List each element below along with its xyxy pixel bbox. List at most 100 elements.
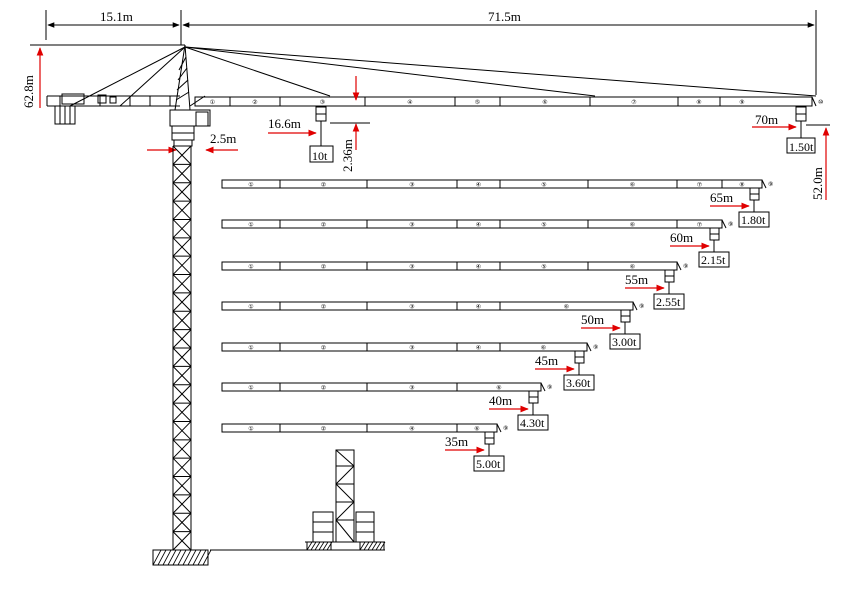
- jib-segment-label: ④: [407, 99, 412, 106]
- jib-segment-label: ④: [476, 264, 481, 271]
- slewing-unit: [169, 109, 211, 147]
- jib-segment-label: ③: [409, 222, 414, 229]
- jib-segment-label: ③: [409, 385, 414, 392]
- stored-jib-sections: [305, 449, 385, 551]
- jib-segment-label: ①: [248, 264, 253, 271]
- jib-segment-label: ①: [210, 99, 215, 106]
- jib-tip-segment-label: ⑨: [728, 221, 733, 228]
- jib-tip-segment-label: ⑩: [818, 99, 823, 106]
- tower-height-label: 62.8m: [21, 75, 36, 108]
- jib-config-40m: ① ② ③ ⑥ ⑨ 40m 4.30t: [221, 382, 552, 431]
- jib-segment-label: ⑥: [630, 264, 635, 271]
- jib-segment-label: ⑤: [475, 99, 480, 106]
- jib-segment-label: ④: [476, 182, 481, 189]
- foundation-hatch: [152, 541, 386, 566]
- jib-segment-label: ⑦: [631, 99, 636, 106]
- jib-tip-segment-label: ⑨: [639, 303, 644, 310]
- main-tip-hook: [786, 106, 816, 154]
- max-load-label: 10t: [312, 149, 328, 163]
- config-tip-load-label: 4.30t: [520, 416, 545, 430]
- jib-segment-label: ①: [248, 304, 253, 311]
- jib-segment-label: ⑥: [630, 182, 635, 189]
- main-jib: ① ② ③ ④ ⑤ ⑥ ⑦ ⑧ ⑨ ⑩: [189, 95, 823, 107]
- config-radius-label: 50m: [581, 312, 604, 327]
- jib-segment-label: ⑥: [541, 345, 546, 352]
- jib-segment-label: ⑥: [474, 426, 479, 433]
- jib-segment-label: ⑨: [739, 99, 744, 106]
- counter-jib-length-label: 15.1m: [100, 9, 133, 24]
- jib-config-60m: ① ② ③ ④ ⑤ ⑥ ⑦ ⑨ 60m 2.15t: [221, 219, 733, 268]
- jib-segment-label: ①: [248, 182, 253, 189]
- jib-segment-label: ⑥: [564, 304, 569, 311]
- jib-segment-label: ④: [476, 222, 481, 229]
- ground-base: [152, 549, 385, 566]
- jib-segment-label: ③: [409, 264, 414, 271]
- trolley-min-radius-label: 16.6m: [268, 116, 301, 131]
- config-radius-label: 35m: [445, 434, 468, 449]
- jib-length-label: 71.5m: [488, 9, 521, 24]
- jib-segment-label: ②: [321, 426, 326, 433]
- jib-segment-label: ③: [320, 99, 325, 106]
- config-tip-load-label: 5.00t: [476, 457, 501, 471]
- top-dimension-lines: [30, 10, 817, 95]
- jib-segment-label: ②: [252, 99, 257, 106]
- main-trolley-hook: [309, 106, 334, 163]
- config-tip-load-label: 1.80t: [741, 213, 766, 227]
- jib-segment-label: ⑥: [542, 99, 547, 106]
- jib-configurations: ① ② ③ ④ ⑤ ⑥ ⑦ ⑧ ⑨ 65m 1.80t ① ② ③ ④ ⑤ ⑥ ⑦ ⑨ 60m 2.15t ① ② ③ ④ ⑤ ⑥ ⑨…: [221, 179, 773, 472]
- jib-tip-segment-label: ⑨: [593, 344, 598, 351]
- jib-segment-label: ③: [409, 304, 414, 311]
- jib-segment-label: ②: [321, 182, 326, 189]
- main-jib-radius-label: 70m: [755, 112, 778, 127]
- jib-segment-label: ①: [248, 426, 253, 433]
- counter-jib: [46, 46, 186, 125]
- config-radius-label: 60m: [670, 230, 693, 245]
- jib-tip-segment-label: ⑨: [503, 425, 508, 432]
- config-tip-load-label: 2.55t: [656, 295, 681, 309]
- jib-segment-label: ②: [321, 304, 326, 311]
- jib-tip-segment-label: ⑨: [547, 384, 552, 391]
- jib-segment-label: ②: [321, 264, 326, 271]
- jib-segment-label: ①: [248, 222, 253, 229]
- config-radius-label: 40m: [489, 393, 512, 408]
- jib-segment-label: ⑦: [697, 182, 702, 189]
- config-radius-label: 45m: [535, 353, 558, 368]
- jib-config-50m: ① ② ③ ④ ⑥ ⑨ 50m 3.00t: [221, 301, 644, 350]
- config-tip-load-label: 2.15t: [701, 253, 726, 267]
- jib-segment-label: ⑧: [696, 99, 701, 106]
- jib-segment-label: ⑥: [496, 385, 501, 392]
- jib-segment-label: ②: [321, 222, 326, 229]
- jib-config-35m: ① ② ④ ⑥ ⑨ 35m 5.00t: [221, 423, 508, 472]
- jib-segment-label: ⑦: [697, 222, 702, 229]
- tower-head: [174, 44, 817, 111]
- config-radius-label: 65m: [710, 190, 733, 205]
- jib-segment-label: ③: [409, 182, 414, 189]
- jib-section-height-label: 2.36m: [340, 139, 355, 172]
- jib-segment-label: ①: [248, 345, 253, 352]
- jib-segment-label: ④: [409, 426, 414, 433]
- tower-mast: [172, 145, 192, 551]
- jib-segment-label: ①: [248, 385, 253, 392]
- config-tip-load-label: 3.60t: [566, 376, 591, 390]
- jib-segment-label: ④: [476, 304, 481, 311]
- config-radius-label: 55m: [625, 272, 648, 287]
- jib-config-65m: ① ② ③ ④ ⑤ ⑥ ⑦ ⑧ ⑨ 65m 1.80t: [221, 179, 773, 228]
- jib-segment-label: ⑤: [541, 182, 546, 189]
- config-tip-load-label: 3.00t: [612, 335, 637, 349]
- jib-segment-label: ③: [409, 345, 414, 352]
- jib-tip-segment-label: ⑨: [683, 263, 688, 270]
- jib-config-55m: ① ② ③ ④ ⑤ ⑥ ⑨ 55m 2.55t: [221, 261, 688, 310]
- main-tip-load-label: 1.50t: [789, 140, 814, 154]
- jib-segment-label: ⑤: [541, 264, 546, 271]
- jib-segment-label: ②: [321, 385, 326, 392]
- tower-offset-label: 2.5m: [210, 131, 236, 146]
- hook-height-label: 52.0m: [810, 167, 825, 200]
- jib-segment-label: ②: [321, 345, 326, 352]
- jib-segment-label: ⑧: [739, 182, 744, 189]
- jib-tip-segment-label: ⑨: [768, 181, 773, 188]
- jib-segment-label: ⑥: [630, 222, 635, 229]
- jib-segment-label: ⑤: [541, 222, 546, 229]
